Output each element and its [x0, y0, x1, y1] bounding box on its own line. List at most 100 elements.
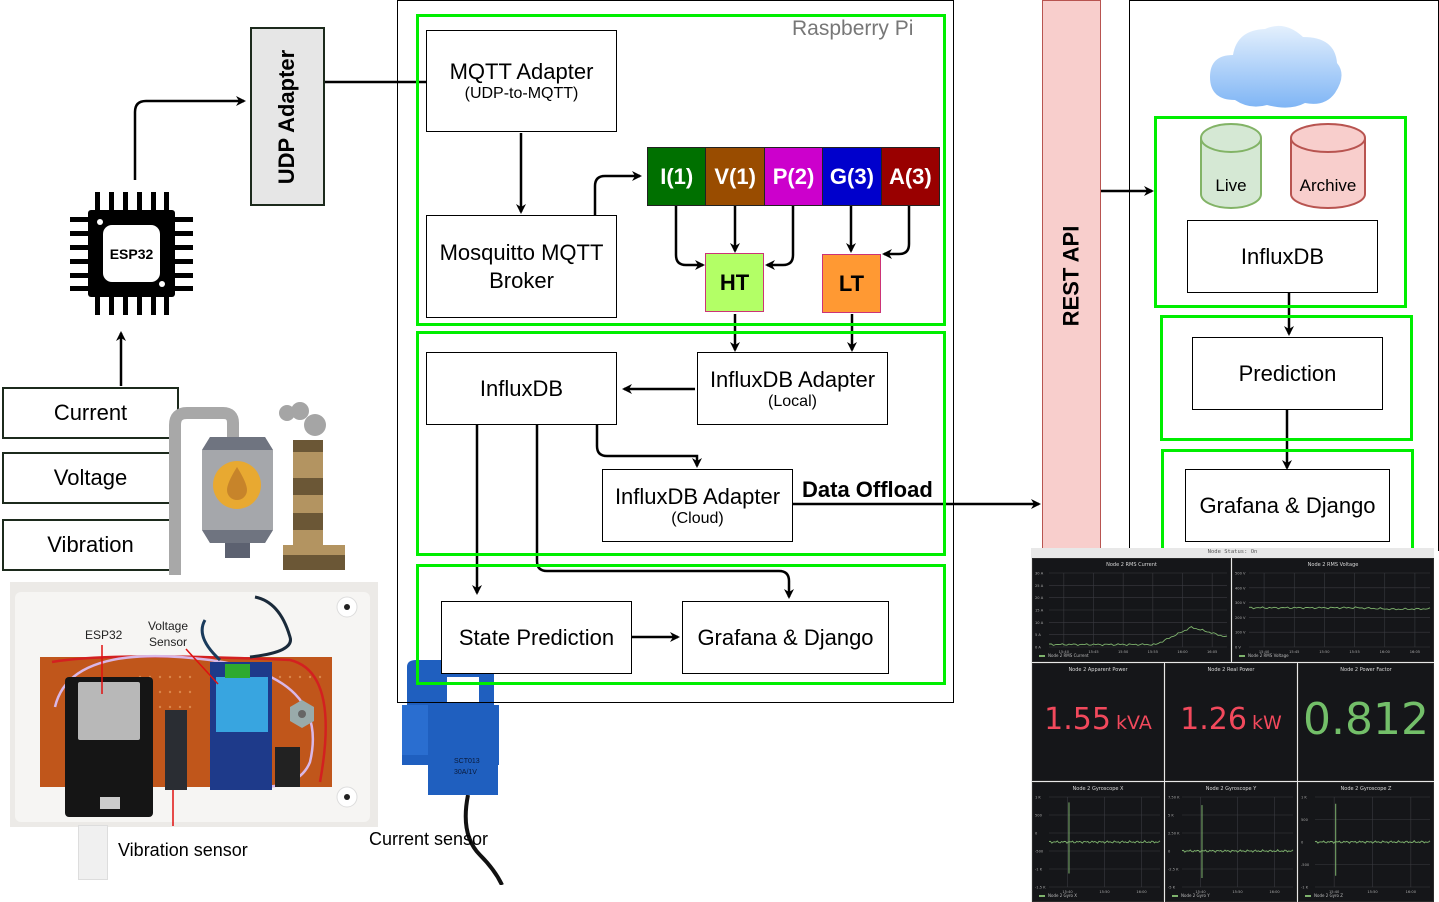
x-tick-label: 15:45 [1088, 650, 1098, 654]
series-line [1314, 840, 1431, 844]
chart-legend: Node 2 Gyro Y [1172, 893, 1210, 898]
series-line [1181, 849, 1294, 853]
y-tick-label: 0 [1301, 841, 1304, 845]
grafana-django-local-box: Grafana & Django [682, 601, 889, 674]
stat-value: 0.812 [1303, 694, 1429, 745]
topic-label: P(2) [772, 163, 815, 189]
x-tick-label: 16:00 [1269, 890, 1280, 894]
live-db-label: Live [1215, 176, 1247, 195]
influxdb-cloud-box: InfluxDB [1187, 220, 1378, 293]
mqtt-adapter-box: MQTT Adapter (UDP-to-MQTT) [426, 30, 617, 132]
x-tick-label: 15:40 [1259, 650, 1270, 654]
y-tick-label: 5 K [1168, 814, 1174, 818]
annotation-current-sensor: Current sensor [369, 829, 489, 849]
stat-value: 1.26 [1180, 702, 1247, 737]
data-offload-label: Data Offload [802, 477, 933, 502]
hardware-board-illustration [10, 582, 378, 827]
y-tick-label: 500 V [1235, 572, 1246, 576]
panel-title: Node 2 Gyroscope Z [1340, 786, 1392, 792]
archive-db-icon [1288, 120, 1366, 209]
y-tick-label: 20 A [1035, 596, 1044, 600]
influxdb-local-box: InfluxDB [426, 352, 617, 425]
mosquitto-broker-box: Mosquitto MQTT Broker [426, 215, 617, 318]
annotation-voltage-sensor: Voltage Sensor [147, 619, 189, 649]
y-tick-label: 0 [1035, 832, 1038, 836]
sensor-label-text: Current [53, 400, 128, 425]
y-tick-label: 1 K [1301, 796, 1307, 800]
power-factor-stat: 0.812 [1299, 694, 1433, 745]
gyro-x-chart: -1.5 K -1 K -500 0 500 1 K 15:40 15:50 16:00 [1035, 796, 1161, 894]
y-tick-label: -1.5 K [1035, 886, 1046, 890]
x-tick-label: 16:00 [1406, 890, 1417, 894]
cloud-prediction-group [1160, 315, 1413, 441]
x-tick-label: 15:45 [1289, 650, 1299, 654]
udp-adapter-box: UDP Adapter [250, 27, 325, 206]
raspberry-pi-container [397, 0, 954, 703]
x-tick-label: 16:05 [1207, 650, 1217, 654]
prediction-box: Prediction [1192, 337, 1383, 410]
y-tick-label: -2.5 K [1168, 868, 1179, 872]
node-status-text: Node Status: On [1207, 549, 1258, 555]
y-tick-label: 2.50 K [1168, 832, 1180, 836]
y-tick-label: -1 K [1301, 886, 1309, 890]
y-tick-label: 0 [1168, 850, 1171, 854]
raspberry-pi-title: Raspberry Pi [792, 17, 914, 40]
influxdb-adapter-cloud-title: InfluxDB Adapter [614, 483, 781, 509]
state-prediction-box: State Prediction [441, 601, 632, 674]
influxdb-adapter-cloud-box: InfluxDB Adapter (Cloud) [602, 469, 793, 542]
stat-unit: kVA [1116, 712, 1152, 734]
y-tick-label: -500 [1035, 850, 1044, 854]
x-tick-label: 15:50 [1319, 650, 1330, 654]
y-tick-label: -500 [1301, 863, 1310, 867]
y-tick-label: 25 A [1035, 584, 1044, 588]
grafana-django-local-label: Grafana & Django [697, 624, 874, 650]
y-tick-label: -5 K [1168, 886, 1176, 890]
influxdb-adapter-cloud-subtitle: (Cloud) [671, 509, 724, 527]
x-tick-label: 15:40 [1329, 890, 1340, 894]
y-tick-label: -1 K [1035, 868, 1043, 872]
topic-current: I(1) [648, 148, 707, 205]
esp32-chip-label: ESP32 [109, 246, 154, 262]
influxdb-adapter-local-title: InfluxDB Adapter [709, 366, 876, 392]
y-tick-label: 500 [1035, 814, 1043, 818]
usb-cable [78, 825, 108, 880]
ht-box: HT [705, 253, 764, 312]
grafana-django-cloud-label: Grafana & Django [1199, 492, 1376, 518]
y-tick-label: 200 V [1235, 616, 1246, 620]
topic-label: I(1) [660, 163, 694, 189]
x-tick-label: 15:40 [1062, 890, 1073, 894]
mqtt-adapter-title: MQTT Adapter [449, 59, 594, 84]
annotation-vibration-sensor: Vibration sensor [118, 840, 248, 860]
y-tick-label: 1 K [1035, 796, 1041, 800]
panel-power-factor: Node 2 Power Factor 0.812 [1298, 663, 1434, 781]
state-prediction-label: State Prediction [458, 624, 615, 650]
chart-legend: Node 2 Gyro X [1039, 893, 1077, 898]
influxdb-adapter-local-subtitle: (Local) [768, 392, 817, 410]
archive-db-label: Archive [1299, 176, 1357, 195]
chart-legend: Node 2 RMS Voltage [1239, 653, 1289, 658]
grafana-django-cloud-box: Grafana & Django [1185, 469, 1390, 542]
pi-storage-group [416, 331, 946, 556]
series-line [1048, 626, 1228, 647]
mqtt-topics-bar: I(1) V(1) P(2) G(3) A(3) [647, 147, 940, 206]
panel-title: Node 2 Gyroscope X [1072, 786, 1124, 792]
mosquitto-broker-label: Mosquitto MQTT Broker [439, 239, 604, 293]
panel-apparent-power: Node 2 Apparent Power 1.55 kVA [1032, 663, 1164, 781]
x-tick-label: 16:00 [1136, 890, 1147, 894]
influxdb-local-label: InfluxDB [479, 375, 564, 401]
stat-value: 1.55 [1044, 702, 1111, 737]
x-tick-label: 15:50 [1099, 890, 1110, 894]
influxdb-adapter-local-box: InfluxDB Adapter (Local) [697, 352, 888, 425]
x-tick-label: 16:00 [1177, 650, 1188, 654]
sensor-label-text: Voltage [53, 465, 128, 490]
series-line [1048, 840, 1161, 844]
panel-title: Node 2 Apparent Power [1068, 667, 1128, 673]
annotation-pointers [101, 645, 219, 826]
sensor-label-current: Current [2, 387, 179, 439]
